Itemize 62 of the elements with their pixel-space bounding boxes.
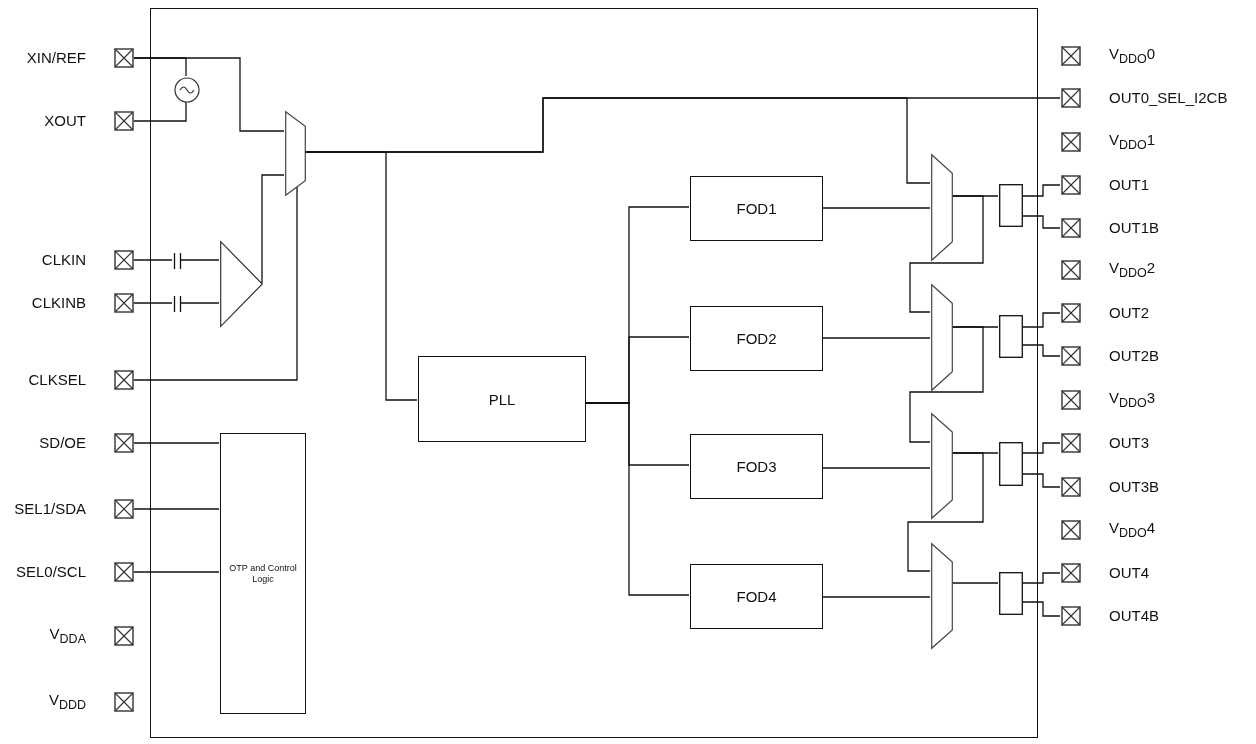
wire [821,596,931,598]
wire [133,442,220,444]
output-driver-box [999,572,1023,615]
wire [133,57,187,77]
oscillator-symbol [174,77,200,103]
wire [180,259,220,261]
pll-block: PLL [418,356,586,442]
pin-label: CLKIN [41,251,86,269]
pin-label: XIN/REF [26,49,86,67]
multiplexer-symbol [931,154,953,261]
pin-label: V$_{DDD}$ [48,690,86,714]
wire [261,174,285,284]
pin-label: SEL0/SCL [15,563,86,581]
divider-block: FOD4 [690,564,823,629]
output-driver-box [999,315,1023,358]
pin-label: OUT0_SEL_I2CB [1109,89,1228,107]
wire [180,302,220,304]
pin-label: OUT4 [1109,564,1149,582]
pin-label: OUT1 [1109,176,1149,194]
wire [821,207,931,209]
pin-label: V$_{DDO}$1 [1109,130,1156,154]
chip-outline [150,8,1038,738]
pin-label: V$_{DDA}$ [49,624,86,648]
pin-label: OUT2 [1109,304,1149,322]
wire [821,337,931,339]
pin-label: CLKINB [31,294,86,312]
pin-label: OUT4B [1109,607,1159,625]
pin-label: V$_{DDO}$2 [1109,258,1156,282]
wire [133,302,173,304]
divider-block: FOD3 [690,434,823,499]
wire [907,452,984,572]
divider-block: FOD1 [690,176,823,241]
wire [584,402,690,596]
capacitor-symbol [173,251,182,271]
control-logic-block: OTP and Control Logic [220,433,306,714]
pin-label: OUT1B [1109,219,1159,237]
pin-label: OUT3 [1109,434,1149,452]
multiplexer-symbol [931,543,953,649]
output-driver-box [999,184,1023,227]
pin-label: SEL1/SDA [14,500,86,518]
wire [133,259,173,261]
output-driver-box [999,442,1023,486]
multiplexer-symbol [285,111,306,196]
multiplexer-symbol [931,284,953,391]
wire [909,326,984,443]
pin-label: V$_{DDO}$3 [1109,388,1156,412]
buffer-symbol [220,241,263,327]
multiplexer-symbol [931,413,953,519]
pin-label: OUT2B [1109,347,1159,365]
pin-label: OUT3B [1109,478,1159,496]
divider-block: FOD2 [690,306,823,371]
pin-label: CLKSEL [28,371,86,389]
pin-label: SD/OE [39,434,86,452]
pin-label: XOUT [44,112,86,130]
wire [133,571,220,573]
pin-label: V$_{DDO}$0 [1109,44,1156,68]
wire [821,467,931,469]
capacitor-symbol [173,294,182,314]
wire [133,101,187,122]
wire [909,195,984,313]
pin-label: V$_{DDO}$4 [1109,518,1156,542]
wire [133,508,220,510]
